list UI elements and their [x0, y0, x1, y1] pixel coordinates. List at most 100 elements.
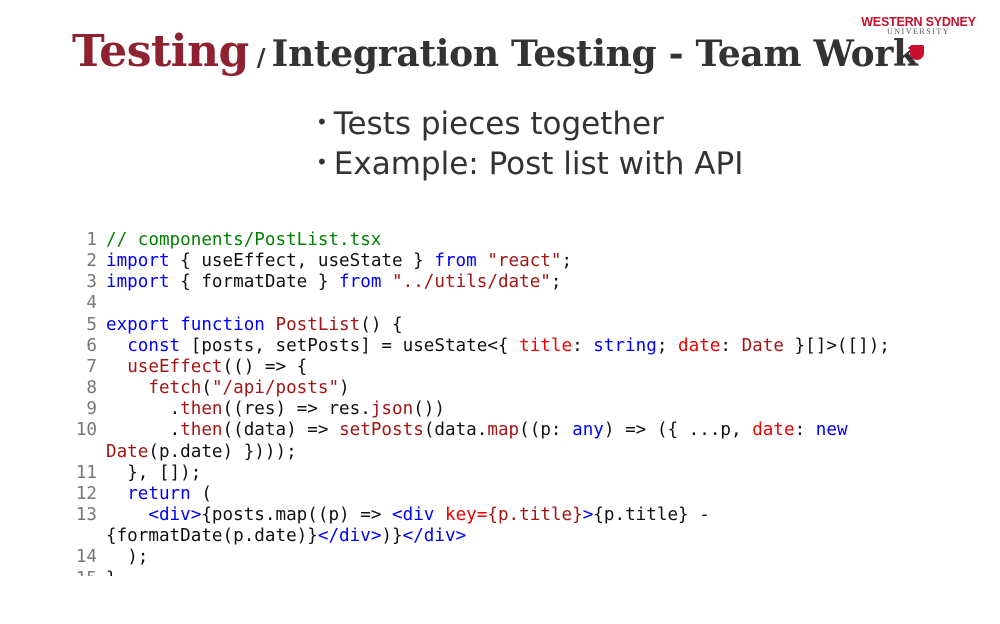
code-token: >	[582, 505, 594, 526]
code-line: 15}	[60, 569, 940, 577]
code-token: ((data) =>	[222, 420, 340, 441]
code-token: </div>	[402, 526, 467, 547]
line-number: 11	[75, 462, 97, 483]
code-token: from	[339, 272, 382, 293]
code-line: 11 }, []);	[60, 463, 940, 484]
code-token	[848, 420, 859, 440]
bullet-item: •Tests pieces together	[316, 104, 743, 144]
code-token: fetch	[148, 378, 202, 399]
code-token: ;	[550, 272, 562, 293]
bullet-icon: •	[316, 110, 328, 134]
code-token: }, []);	[106, 462, 202, 483]
code-line: 12 return (	[60, 484, 940, 505]
code-token: }[]>([]);	[783, 335, 890, 356]
line-number: 6	[86, 335, 97, 356]
code-text: .then((res) => res.json())	[106, 399, 896, 420]
code-token: { formatDate }	[169, 272, 340, 293]
code-token: "/api/posts"	[211, 378, 340, 399]
code-token	[106, 378, 148, 398]
logo-line2: UNIVERSITY	[887, 27, 950, 36]
code-token	[381, 272, 392, 292]
line-number: 9	[86, 399, 97, 420]
line-number: 5	[86, 314, 97, 335]
code-token	[106, 336, 127, 356]
university-logo: WESTERN SYDNEY UNIVERSITY	[856, 15, 981, 36]
code-line: 14 );	[60, 547, 940, 568]
code-text: useEffect(() => {	[106, 357, 896, 378]
code-token: ) => ({ ...p,	[603, 420, 753, 441]
line-number: 8	[86, 378, 97, 399]
code-token	[265, 315, 276, 335]
code-text: import { formatDate } from "../utils/dat…	[106, 272, 896, 293]
bullet-icon: •	[316, 150, 328, 174]
code-token: :	[794, 420, 816, 441]
shield-icon	[910, 45, 924, 60]
code-line: 8 fetch("/api/posts")	[60, 378, 940, 399]
line-number: 1	[86, 230, 97, 250]
code-token	[106, 484, 127, 504]
line-number: 10	[75, 420, 97, 441]
code-token: ;	[561, 251, 573, 272]
code-token: import	[106, 272, 170, 293]
code-text: }, []);	[106, 463, 896, 484]
code-token: import	[106, 251, 170, 272]
code-token: ((p:	[519, 420, 573, 441]
code-text: .then((data) => setPosts(data.map((p: an…	[106, 420, 896, 462]
bullet-text: Tests pieces together	[333, 106, 664, 142]
code-line: 10 .then((data) => setPosts(data.map((p:…	[60, 420, 940, 462]
code-text	[106, 293, 896, 314]
code-token: (	[201, 378, 212, 399]
line-number: 3	[86, 272, 97, 293]
line-number: 12	[75, 483, 97, 504]
line-number: 13	[75, 505, 97, 526]
code-token: // components/PostList.tsx	[106, 230, 382, 250]
code-token: string	[593, 335, 657, 356]
code-token: new	[815, 420, 848, 441]
code-line: 4	[60, 293, 940, 314]
code-token: .	[106, 399, 181, 420]
code-token: then	[180, 399, 223, 420]
code-line: 3 import { formatDate } from "../utils/da…	[60, 272, 940, 293]
code-token: (	[190, 483, 212, 504]
code-token: ((res) => res.	[222, 399, 371, 420]
code-token: "../utils/date"	[392, 272, 551, 293]
title-main: Testing	[72, 26, 249, 77]
code-token: json	[370, 399, 414, 420]
bullet-item: •Example: Post list with API	[316, 144, 743, 184]
code-token: {p.title}	[487, 505, 583, 526]
code-line: 13 <div>{posts.map((p) => <div key={p.ti…	[60, 505, 940, 547]
line-number: 2	[86, 251, 97, 272]
code-token: )	[339, 378, 350, 399]
code-token	[170, 315, 181, 335]
code-text: return (	[106, 484, 896, 505]
line-number: 4	[86, 293, 97, 314]
code-line: 9 .then((res) => res.json())	[60, 399, 940, 420]
code-token	[434, 505, 445, 525]
code-token: );	[106, 547, 149, 568]
code-token: function	[180, 314, 265, 335]
code-token: ())	[413, 399, 445, 420]
code-text: // components/PostList.tsx	[106, 230, 896, 251]
code-token: from	[434, 251, 477, 272]
code-token: :	[572, 335, 594, 356]
title-sub: Integration Testing - Team Work	[271, 33, 918, 75]
code-token: :	[720, 335, 742, 356]
code-line: 1 // components/PostList.tsx	[60, 230, 940, 251]
code-token: .	[106, 420, 181, 441]
logo-line1: WESTERN SYDNEY	[861, 15, 976, 29]
code-token: useEffect	[127, 356, 223, 377]
code-token: Date	[741, 335, 784, 356]
code-token: date	[678, 335, 721, 356]
title-separator: /	[256, 43, 266, 72]
code-token: </div>	[317, 526, 382, 547]
code-token: title	[519, 335, 573, 356]
code-token: { useEffect, useState }	[169, 251, 435, 272]
code-token: setPosts	[339, 420, 424, 441]
code-token: return	[127, 483, 191, 504]
code-token: Date	[106, 441, 149, 462]
code-token: const	[127, 335, 181, 356]
code-token: <div	[392, 505, 435, 526]
code-token: map	[487, 420, 520, 441]
code-text: import { useEffect, useState } from "rea…	[106, 251, 896, 272]
code-token: )}	[381, 526, 403, 547]
